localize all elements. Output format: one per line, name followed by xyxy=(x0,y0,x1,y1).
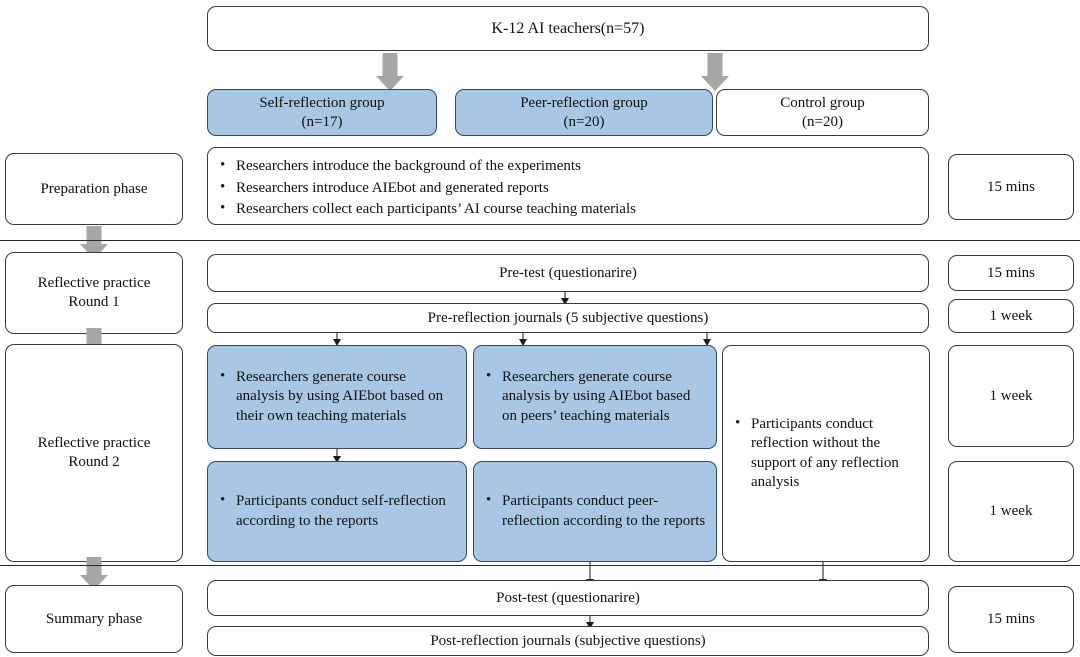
arrow-self-top-to-self-bottom xyxy=(330,449,344,463)
duration-label-summary: 15 mins xyxy=(987,611,1035,628)
phase-box-round2: Reflective practice Round 2 xyxy=(5,344,183,562)
pre-test-label: Pre-test (questionarire) xyxy=(499,264,637,281)
round2-control-box: Participants conduct reflection without … xyxy=(722,345,930,562)
arrow-journals-to-self-column xyxy=(330,333,344,346)
phase-label-round2: Reflective practice Round 2 xyxy=(37,435,151,470)
preparation-bullet-3: Researchers collect each participants’ A… xyxy=(217,199,919,220)
phase-label-summary: Summary phase xyxy=(45,610,143,627)
gray-arrow-to-peer-group xyxy=(700,53,730,91)
round2-peer-top-text: Researchers generate course analysis by … xyxy=(483,367,707,427)
duration-box-pre-test: 15 mins xyxy=(948,255,1074,291)
duration-label-pre-journals: 1 week xyxy=(989,307,1033,324)
phase-box-round1: Reflective practice Round 1 xyxy=(5,252,183,334)
post-reflection-journals-label: Post-reflection journals (subjective que… xyxy=(430,632,706,649)
preparation-bullet-1: Researchers introduce the background of … xyxy=(217,156,919,177)
arrow-journals-to-control-column xyxy=(700,333,714,346)
round2-peer-top-box: Researchers generate course analysis by … xyxy=(473,345,717,449)
round2-self-bottom-box: Participants conduct self-reflection acc… xyxy=(207,461,467,562)
duration-box-round2-top: 1 week xyxy=(948,345,1074,447)
round2-self-top-box: Researchers generate course analysis by … xyxy=(207,345,467,449)
round2-self-top-text: Researchers generate course analysis by … xyxy=(217,367,457,427)
group-label-control: Control group (n=20) xyxy=(780,94,865,130)
round2-control-text: Participants conduct reflection without … xyxy=(732,414,920,493)
phase-label-round1: Reflective practice Round 1 xyxy=(37,275,151,310)
round2-peer-bottom-text: Participants conduct peer-reflection acc… xyxy=(483,491,707,531)
duration-label-preparation: 15 mins xyxy=(987,178,1035,195)
population-label: K-12 AI teachers(n=57) xyxy=(491,19,645,37)
group-box-self-reflection: Self-reflection group (n=17) xyxy=(207,89,437,136)
phase-box-summary: Summary phase xyxy=(5,585,183,653)
duration-box-preparation: 15 mins xyxy=(948,154,1074,220)
preparation-bullet-2: Researchers introduce AIEbot and generat… xyxy=(217,178,919,199)
phase-box-preparation: Preparation phase xyxy=(5,153,183,225)
phase-label-preparation: Preparation phase xyxy=(40,180,148,197)
post-reflection-journals-box: Post-reflection journals (subjective que… xyxy=(207,626,929,656)
duration-box-round2-bottom: 1 week xyxy=(948,461,1074,562)
group-box-control: Control group (n=20) xyxy=(716,89,929,136)
arrow-journals-to-peer-column xyxy=(516,333,530,346)
section-divider-2 xyxy=(0,565,1080,566)
section-divider-1 xyxy=(0,240,1080,241)
duration-box-summary: 15 mins xyxy=(948,586,1074,653)
round2-peer-bottom-box: Participants conduct peer-reflection acc… xyxy=(473,461,717,562)
round2-self-bottom-text: Participants conduct self-reflection acc… xyxy=(217,491,457,531)
population-box: K-12 AI teachers(n=57) xyxy=(207,6,929,51)
duration-label-pre-test: 15 mins xyxy=(987,264,1035,281)
arrow-post-test-to-post-journals xyxy=(583,616,597,629)
duration-box-pre-journals: 1 week xyxy=(948,299,1074,333)
duration-label-round2-top: 1 week xyxy=(989,387,1033,404)
post-test-label: Post-test (questionarire) xyxy=(496,589,640,606)
gray-arrow-to-self-group xyxy=(375,53,405,91)
preparation-content-box: Researchers introduce the background of … xyxy=(207,147,929,225)
group-label-self-reflection: Self-reflection group (n=17) xyxy=(259,94,385,130)
arrow-pre-test-to-journals xyxy=(558,292,572,305)
duration-label-round2-bottom: 1 week xyxy=(989,503,1033,520)
group-box-peer-reflection: Peer-reflection group (n=20) xyxy=(455,89,713,136)
group-label-peer-reflection: Peer-reflection group (n=20) xyxy=(520,94,648,130)
pre-reflection-journals-label: Pre-reflection journals (5 subjective qu… xyxy=(427,309,709,326)
pre-test-box: Pre-test (questionarire) xyxy=(207,254,929,292)
post-test-box: Post-test (questionarire) xyxy=(207,580,929,616)
pre-reflection-journals-box: Pre-reflection journals (5 subjective qu… xyxy=(207,303,929,333)
